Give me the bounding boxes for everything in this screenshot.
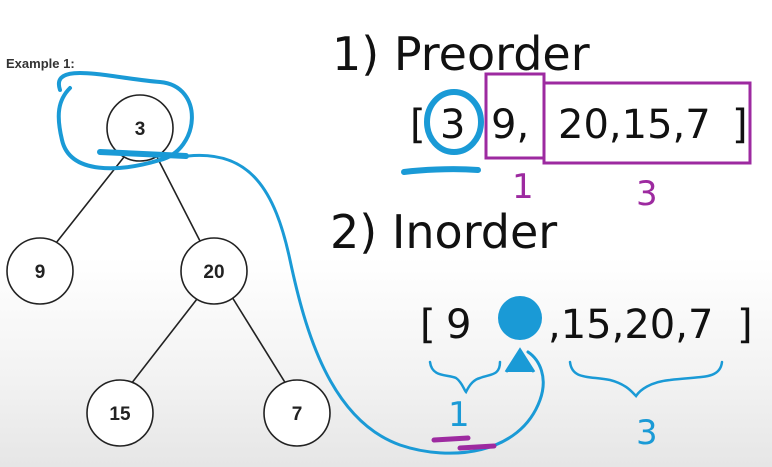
tree-node-9: 9	[6, 237, 74, 305]
inorder-pointer-arrow	[504, 347, 536, 373]
preorder-left-count: 1	[512, 167, 534, 207]
connector-arrow-annotation	[186, 153, 545, 455]
inorder-close-bracket: ]	[737, 302, 753, 348]
root-underline-annotation	[97, 149, 189, 159]
node-circle	[263, 379, 331, 447]
preorder-root-circle-annotation	[424, 89, 484, 155]
root-circle-annotation	[56, 71, 194, 171]
tree-edges	[55, 156, 287, 385]
tree-node-15: 15	[86, 379, 154, 447]
inorder-right-brace	[568, 360, 724, 398]
node-label: 20	[203, 262, 224, 283]
example-title: Example 1:	[6, 56, 75, 71]
inorder-right-part: ,15,20,7	[548, 302, 713, 348]
preorder-right-count: 3	[636, 174, 658, 214]
inorder-left-part: 9	[446, 302, 471, 348]
node-circle	[180, 237, 248, 305]
edge-3-20	[156, 156, 201, 242]
tree-node-20: 20	[180, 237, 248, 305]
node-circle	[86, 379, 154, 447]
tree-node-7: 7	[263, 379, 331, 447]
preorder-left-part: 9,	[491, 102, 529, 148]
preorder-right-box	[542, 81, 752, 165]
node-circle	[106, 94, 174, 162]
step2-heading: 2) Inorder	[330, 205, 557, 259]
inorder-root-scribble	[498, 296, 542, 340]
inorder-open-bracket: [	[420, 302, 436, 348]
node-label: 3	[135, 119, 146, 140]
preorder-root-value: 3	[440, 102, 465, 148]
edge-20-7	[231, 296, 287, 385]
preorder-close-bracket: ]	[732, 102, 748, 148]
inorder-right-count: 3	[636, 413, 658, 453]
node-label: 9	[35, 262, 46, 283]
edge-20-15	[130, 298, 198, 385]
inorder-left-count: 1	[448, 395, 470, 435]
node-circle	[6, 237, 74, 305]
node-label: 15	[109, 404, 131, 425]
inorder-left-brace	[428, 360, 502, 395]
tree-node-3: 3	[106, 94, 174, 162]
preorder-open-bracket: [	[410, 102, 426, 148]
edge-3-9	[55, 156, 125, 244]
step1-heading: 1) Preorder	[332, 27, 590, 81]
inorder-left-count-underline	[431, 435, 471, 443]
preorder-right-part: 20,15,7	[558, 102, 711, 148]
inorder-left-count-underline-2	[457, 443, 497, 451]
preorder-root-underline-annotation	[401, 166, 481, 175]
node-label: 7	[292, 404, 303, 425]
